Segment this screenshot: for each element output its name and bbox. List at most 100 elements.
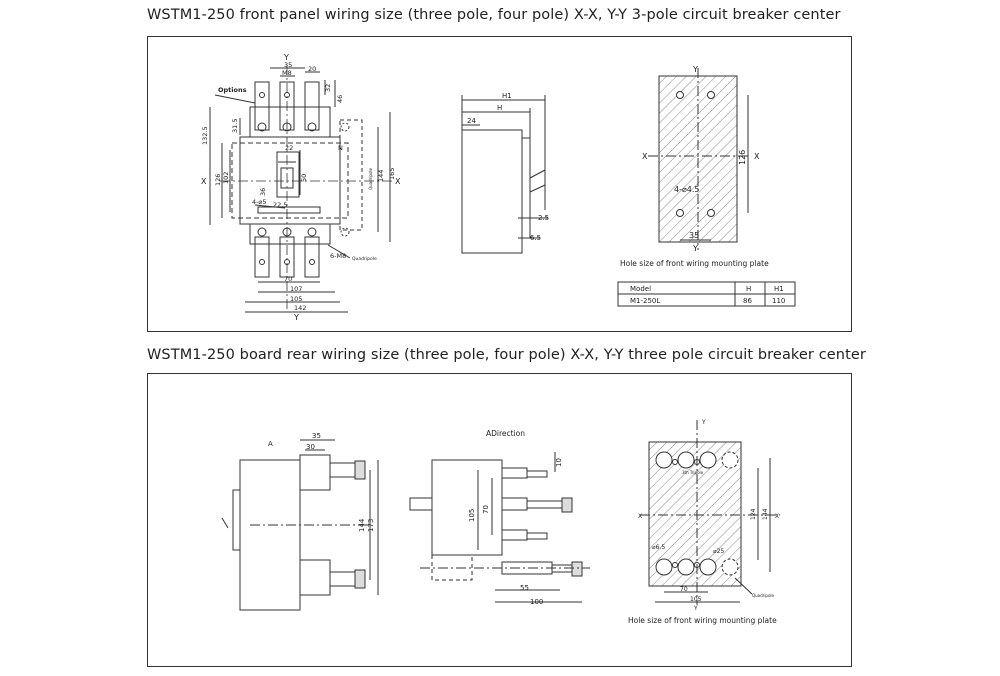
terminal-hole xyxy=(655,558,673,576)
rear-dim-70: 70 xyxy=(680,586,688,593)
dim-50: 50 xyxy=(300,174,308,182)
plate-x-label-left: X xyxy=(642,152,648,161)
mounting-hole xyxy=(707,209,715,217)
mounting-hole xyxy=(672,562,678,568)
terminal-hole xyxy=(677,558,695,576)
dim-32: 32 xyxy=(324,84,332,92)
side-view-drawing xyxy=(461,95,548,254)
rear-plate-y-label-bottom: Y xyxy=(693,605,698,612)
rear-plate-x-label-right: X xyxy=(775,513,779,520)
front-view-labels: Options Y 35 M8 20 32 46 132.5 31.5 126 … xyxy=(201,53,401,322)
dim-132-5: 132.5 xyxy=(201,126,209,145)
a-dim-70: 70 xyxy=(482,505,490,514)
terminal-bar xyxy=(304,236,320,278)
quadripole-label-side: Quadripole xyxy=(368,167,373,190)
terminal-hole xyxy=(655,451,673,469)
rear-dim-124: 124 xyxy=(750,508,757,520)
side-view-labels: H1 H 24 2.5 6.5 xyxy=(467,92,549,242)
rear-side-view xyxy=(221,439,379,611)
dim-6-m8: 6-M8 xyxy=(330,252,346,260)
plate-x-label-right: X xyxy=(754,152,760,161)
a-dim-100: 100 xyxy=(530,598,543,606)
dim-142: 142 xyxy=(294,304,306,312)
table-cell-h1: 110 xyxy=(772,297,785,305)
options-label: Options xyxy=(218,86,247,94)
rear-body xyxy=(239,459,301,611)
terminal-bar xyxy=(254,236,270,278)
rear-plate-x-label-left: X xyxy=(638,513,642,520)
rear-dim-144: 144 xyxy=(358,518,366,532)
dim-102: 102 xyxy=(222,172,230,184)
front-view-drawing xyxy=(209,65,395,313)
dim-22: 22 xyxy=(285,144,293,152)
terminal-hole xyxy=(699,451,717,469)
dim-46: 46 xyxy=(336,95,344,103)
plate-y-label: Y xyxy=(692,65,698,74)
table-header-model: Model xyxy=(630,285,651,293)
dim-20: 20 xyxy=(308,65,316,73)
dim-6-5: 6.5 xyxy=(530,234,541,242)
rear-dim-phi6-5: ⌀6.5 xyxy=(652,544,665,551)
dim-107: 107 xyxy=(290,285,302,293)
dim-m8: M8 xyxy=(282,69,292,77)
terminal-hole xyxy=(721,558,739,576)
plate-y-label-bottom: Y xyxy=(692,244,698,253)
rear-dim-phi25: ⌀25 xyxy=(713,548,724,555)
dim-4-phi5: 4-⌀5 xyxy=(252,198,267,206)
breaker-outline xyxy=(231,142,349,219)
mounting-hole xyxy=(707,91,715,99)
plate-holes-label: 4-⌀4.5 xyxy=(674,185,700,194)
dim-165: 165 xyxy=(388,168,396,180)
dim-h1: H1 xyxy=(502,92,512,100)
table-header-h: H xyxy=(746,285,751,293)
terminal-bar xyxy=(254,81,270,131)
terminal-hole xyxy=(721,451,739,469)
terminal-hole xyxy=(677,451,695,469)
terminal-screw xyxy=(307,122,317,132)
terminal-bar xyxy=(279,81,295,131)
rear-wiring-heading: WSTM1-250 board rear wiring size (three … xyxy=(147,347,866,363)
dim-126: 126 xyxy=(214,174,222,186)
plate-dim-126: 126 xyxy=(738,150,747,165)
rear-dim-173: 173 xyxy=(367,519,375,532)
dim-h: H xyxy=(497,104,502,112)
front-hole-plate: Y X X 126 4-⌀4.5 35 Y Hole size of front… xyxy=(620,65,769,268)
dim-144: 144 xyxy=(377,170,385,182)
y-axis-label-bottom: Y xyxy=(293,313,299,322)
y-axis-label: Y xyxy=(283,53,289,62)
x-axis-label-left: X xyxy=(201,177,207,186)
handle-window xyxy=(276,151,300,198)
a-dim-10: 10 xyxy=(555,458,563,467)
a-direction-view xyxy=(409,452,590,603)
model-table: Model H H1 M1-250L 86 110 xyxy=(617,281,796,307)
dim-36: 36 xyxy=(259,188,267,196)
rear-hole-plate: Y X X ⌀6.5 ⌀25 124 144 70 105 Y 3th Trip… xyxy=(628,419,780,625)
terminal-bar xyxy=(304,81,320,131)
a-direction-labels: ADirection 10 105 70 55 100 xyxy=(468,429,563,606)
rear-plate-y-label: Y xyxy=(701,419,706,426)
rear-dim-35: 35 xyxy=(312,432,321,440)
upper-terminal-block xyxy=(249,106,331,138)
dim-105: 105 xyxy=(290,295,302,303)
plate-dim-35: 35 xyxy=(689,231,699,240)
dim-31-5: 31.5 xyxy=(231,119,239,133)
dim-24: 24 xyxy=(467,117,476,125)
rear-dim-144: 144 xyxy=(762,508,769,520)
mounting-hole xyxy=(676,91,684,99)
table-cell-model: M1-250L xyxy=(630,297,660,305)
terminal-screw xyxy=(257,122,267,132)
mounting-hole xyxy=(676,209,684,217)
n-label: N xyxy=(338,144,343,152)
a-dim-55: 55 xyxy=(520,584,529,592)
rear-dim-30: 30 xyxy=(306,443,315,451)
rear-side-labels: A 35 30 144 173 xyxy=(268,432,375,532)
rear-quadripole-label: Quadripole xyxy=(752,593,775,598)
side-body xyxy=(461,129,523,254)
table-cell-h: 86 xyxy=(743,297,752,305)
mounting-hole xyxy=(672,459,678,465)
dim-22-5: 22.5 xyxy=(273,201,287,209)
rear-hole-caption: Hole size of front wiring mounting plate xyxy=(628,616,777,625)
front-hole-caption: Hole size of front wiring mounting plate xyxy=(620,259,769,268)
direction-a-label: A xyxy=(268,440,273,448)
